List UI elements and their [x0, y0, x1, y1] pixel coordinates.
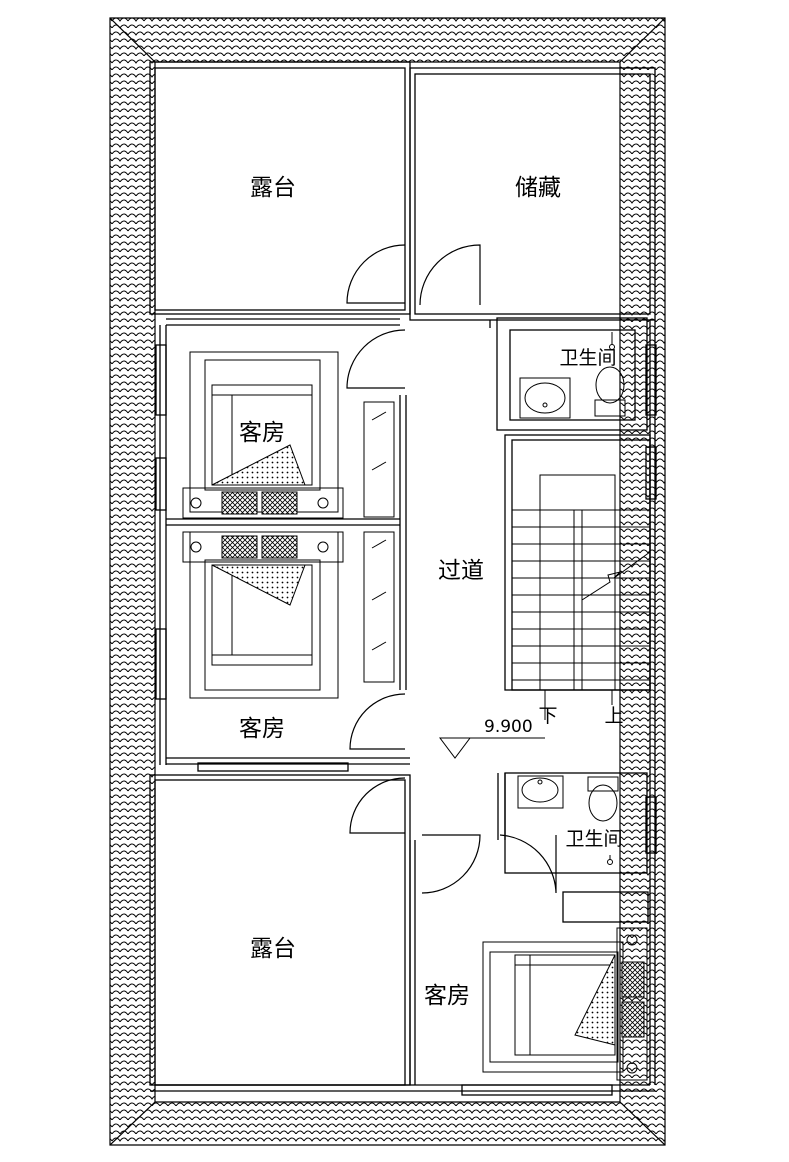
elevation-marker — [439, 737, 545, 759]
label-bathroom-bottom: 卫生间 — [565, 828, 622, 850]
guest-bed-3 — [482, 927, 648, 1081]
label-terrace-bottom: 露台 — [250, 936, 296, 962]
roof-tiles — [109, 17, 666, 1146]
label-terrace-top: 露台 — [250, 175, 296, 201]
label-guest-room-1: 客房 — [239, 420, 285, 446]
bathroom-fixtures — [517, 332, 626, 865]
label-corridor: 过道 — [438, 558, 484, 584]
label-bathroom-top: 卫生间 — [559, 347, 616, 369]
walls — [149, 61, 657, 1096]
door-swings — [346, 244, 557, 894]
label-elevation: 9.900 — [484, 717, 533, 737]
guest-bed-2 — [182, 531, 344, 699]
label-guest-room-2: 客房 — [239, 716, 285, 742]
label-stair-up: 上 — [604, 705, 623, 727]
wardrobes — [363, 401, 395, 683]
label-guest-room-3: 客房 — [424, 983, 470, 1009]
guest-bed-1 — [182, 351, 344, 519]
staircase — [512, 474, 651, 720]
label-stair-down: 下 — [538, 705, 557, 727]
label-storage: 储藏 — [515, 175, 561, 201]
